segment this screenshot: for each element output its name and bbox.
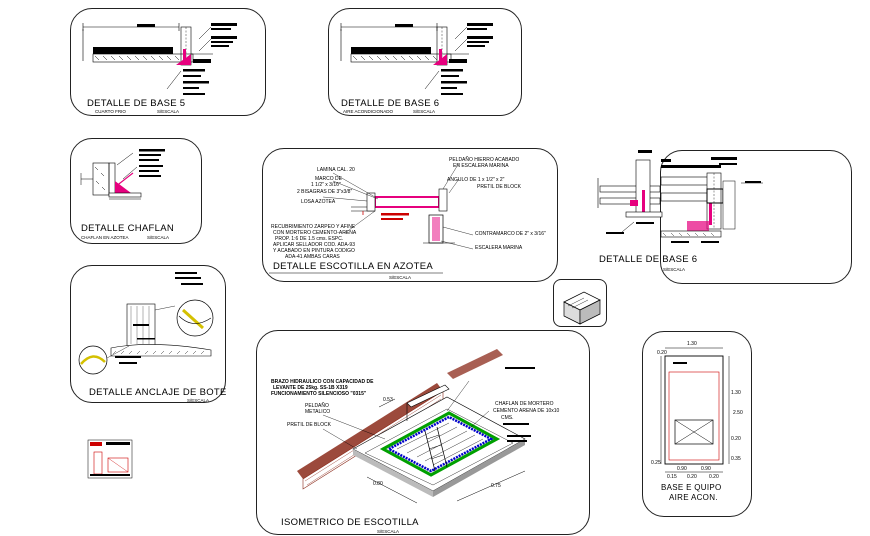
aire-dim-right-3: 0.20	[731, 436, 741, 442]
iso-note-peldano: PELDAÑO	[305, 403, 329, 409]
base-5-title: DETALLE DE BASE 5	[87, 98, 186, 109]
iso-note-metalico: METALICO	[305, 409, 331, 415]
escotilla-section-drawing	[269, 162, 474, 274]
base-6-top-title: DETALLE DE BASE 6	[341, 98, 440, 109]
escotilla-title: DETALLE ESCOTILLA EN AZOTEA	[273, 261, 433, 272]
isometrico-title: ISOMETRICO DE ESCOTILLA	[281, 517, 419, 528]
escotilla-note-contramarco: CONTRAMARCO DE 2" x 3/16"	[475, 231, 546, 237]
base-6-top-drawing	[340, 23, 493, 95]
panel-base-equipo-aire: 1.30 0.20 1.30 2.50 0.20 0.35 0.25 0.90 …	[642, 331, 752, 517]
anclaje-bote-subtitle: S/ESCALA	[187, 398, 210, 403]
iso-note-brazo-1: BRAZO HIDRAULICO CON CAPACIDAD DE	[271, 379, 374, 385]
iso-note-brazo-2: LEVANTE DE 25kg. SS-1B X319	[273, 385, 348, 391]
escotilla-note-recubrimiento-3: PROP. 1:6 DE 1.5 cms. ESPC.	[275, 236, 344, 242]
aire-dim-top: 1.30	[687, 341, 697, 347]
base-6-top-subtitle-left: AIRE ACONDICIONADO	[343, 109, 394, 114]
base-aire-drawing	[660, 347, 730, 473]
aire-dim-bottom-1: 0.25	[651, 460, 661, 466]
anclaje-bote-title: DETALLE ANCLAJE DE BOTE	[89, 387, 227, 398]
chaflan-subtitle-right: S/ESCALA	[147, 235, 170, 240]
panel-detalle-chaflan: DETALLE CHAFLAN CHAFLAN EN AZOTEA S/ESCA…	[70, 138, 202, 244]
aire-dim-bottom-3: 0.90	[701, 466, 711, 472]
base-6-right-drawing	[660, 157, 763, 243]
iso-dim-080: 0.80	[373, 481, 383, 487]
panel-detalle-base-6-top: DETALLE DE BASE 6 AIRE ACONDICIONADO S/E…	[328, 8, 522, 116]
iso-note-pretil: PRETIL DE BLOCK	[287, 422, 331, 428]
aire-title-line-1: BASE E QUIPO	[661, 483, 722, 492]
aire-dim-bottom-6: 0.20	[709, 474, 719, 480]
iso-note-chaflan-3: CMS.	[501, 415, 514, 421]
base-5-drawing	[82, 23, 237, 95]
escotilla-note-losa: LOSA AZOTEA	[301, 199, 336, 205]
panel-detalle-escotilla: LAMINA CAL. 20 MARCO DE 1 1/2" x 3/16" 2…	[262, 148, 558, 282]
escotilla-note-lamina: LAMINA CAL. 20	[317, 167, 355, 173]
aire-dim-bottom-2: 0.90	[677, 466, 687, 472]
iso-note-chaflan-2: CEMENTO ARENA DE 10x10	[493, 408, 560, 414]
base-5-subtitle-right: S/ESCALA	[157, 109, 180, 114]
panel-detalle-base-5: DETALLE DE BASE 5 CUARTO FRIO S/ESCALA	[70, 8, 266, 116]
iso-dim-053: 0.53	[383, 397, 393, 403]
iso-note-chaflan-1: CHAFLAN DE MORTERO	[495, 401, 554, 407]
escotilla-note-bisagras: 2 BISAGRAS DE 3"x3/8"	[297, 189, 353, 195]
base-6-right-subtitle: S/ESCALA	[663, 267, 686, 272]
escotilla-note-pretil: PRETIL DE BLOCK	[477, 184, 521, 190]
aire-dim-top-left: 0.20	[657, 350, 667, 356]
chaflan-subtitle-left: CHAFLAN EN AZOTEA	[81, 235, 129, 240]
aire-dim-right-4: 0.35	[731, 456, 741, 462]
base-6-right-title: DETALLE DE BASE 6	[599, 254, 698, 265]
panel-isometrico-escotilla: BRAZO HIDRAULICO CON CAPACIDAD DE LEVANT…	[256, 330, 590, 535]
chaflan-title: DETALLE CHAFLAN	[81, 223, 175, 234]
escotilla-note-peldano-2: EN ESCALERA MARINA	[453, 163, 509, 169]
anclaje-bote-drawing	[78, 272, 214, 375]
panel-detalle-anclaje-bote: DETALLE ANCLAJE DE BOTE S/ESCALA	[70, 265, 226, 403]
aire-dim-bottom-4: 0.15	[667, 474, 677, 480]
aire-dim-right-2: 2.50	[733, 410, 743, 416]
escotilla-note-peldano-1: PELDAÑO HIERRO ACABADO	[449, 157, 520, 163]
iso-dim-075: 0.75	[491, 483, 501, 489]
escotilla-note-marco-size: 1 1/2" x 3/16"	[311, 182, 341, 188]
isometrico-subtitle: S/ESCALA	[377, 529, 400, 534]
small-isometric-drawing	[563, 291, 601, 325]
escotilla-note-recubrimiento-5: Y ACABADO EN PINTURA CODIGO	[273, 248, 355, 254]
base-5-subtitle-left: CUARTO FRIO	[95, 109, 126, 114]
aire-dim-right-1: 1.30	[731, 390, 741, 396]
escotilla-note-marco: MARCO DE	[315, 176, 342, 182]
escotilla-note-recubrimiento-2: CON MORTERO CEMENTO-ARENA	[273, 230, 357, 236]
escotilla-note-escalera: ESCALERA MARINA	[475, 245, 523, 251]
panel-detalle-base-6-right: DETALLE DE BASE 6 S/ESCALA	[599, 150, 852, 284]
chaflan-drawing	[80, 149, 165, 200]
escotilla-note-recubrimiento-4: APLICAR SELLADOR COD. ADA-93	[273, 242, 355, 248]
aire-title-line-2: AIRE ACON.	[669, 493, 718, 502]
escotilla-note-recubrimiento-1: RECUBRIMIENTO ZARPEO Y AFINE	[271, 224, 356, 230]
panel-small-isometric	[553, 279, 607, 327]
escotilla-note-recubrimiento-6: ADA-41 AMBAS CARAS	[285, 254, 340, 260]
escotilla-subtitle: S/ESCALA	[389, 275, 412, 280]
aire-dim-bottom-5: 0.20	[687, 474, 697, 480]
iso-note-brazo-3: FUNCIONAMIENTO SILENCIOSO "0315"	[271, 391, 367, 397]
isometrico-escotilla-drawing	[297, 349, 535, 504]
escotilla-note-angulo: ANGULO DE 1 x 1/2" x 2"	[447, 177, 505, 183]
base-6-top-subtitle-right: S/ESCALA	[413, 109, 436, 114]
